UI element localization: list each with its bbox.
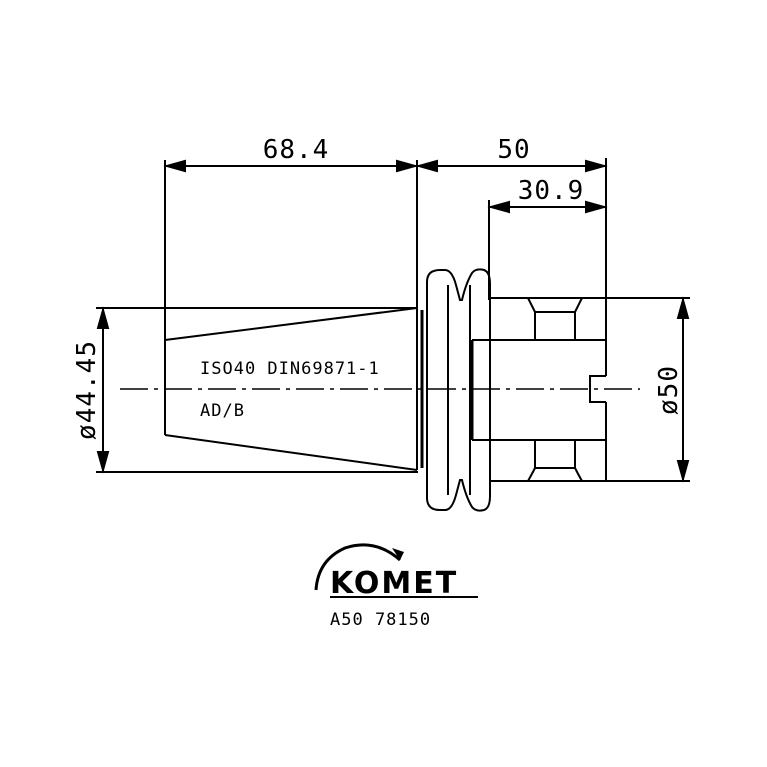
dimension-label-30-9: 30.9: [518, 176, 585, 206]
shank-cross-hole-top: [528, 298, 582, 312]
arrow-bottom: [678, 461, 688, 479]
dimension-shank-length: [489, 200, 606, 300]
arrow-left: [419, 161, 437, 171]
dimension-flange-length: [417, 158, 606, 298]
shank: [490, 298, 606, 481]
dimension-label-50-dia: ø50: [654, 365, 684, 415]
arrow-bottom: [98, 452, 108, 470]
komet-logo: KOMET: [316, 545, 478, 601]
arrow-left: [491, 202, 509, 212]
taper-body: [165, 308, 422, 470]
arrow-right: [586, 161, 604, 171]
shank-end-slot: [590, 376, 606, 402]
dimension-taper-length: [165, 160, 417, 435]
taper-bottom-edge: [165, 435, 417, 470]
dimension-label-44-45: ø44.45: [72, 340, 102, 440]
logo-arrow-icon: [392, 548, 404, 560]
dimension-label-68-4: 68.4: [263, 135, 330, 165]
shank-cross-hole-bottom: [528, 468, 582, 481]
form-note: AD/B: [200, 401, 245, 421]
part-number: A50 78150: [330, 610, 431, 630]
taper-spec-note: ISO40 DIN69871-1: [200, 359, 380, 379]
arrow-left: [167, 161, 185, 171]
dimension-shank-diameter: [606, 298, 690, 481]
logo-arc-icon: [316, 545, 400, 590]
dimension-label-50: 50: [497, 135, 530, 165]
arrow-top: [98, 310, 108, 328]
taper-top-edge: [165, 308, 417, 340]
arrow-right: [397, 161, 415, 171]
dimension-taper-diameter: [96, 308, 418, 472]
flange: [427, 269, 606, 510]
logo-wordmark: KOMET: [330, 566, 458, 601]
flange-outline: [427, 269, 490, 510]
arrow-right: [586, 202, 604, 212]
arrow-top: [678, 300, 688, 318]
